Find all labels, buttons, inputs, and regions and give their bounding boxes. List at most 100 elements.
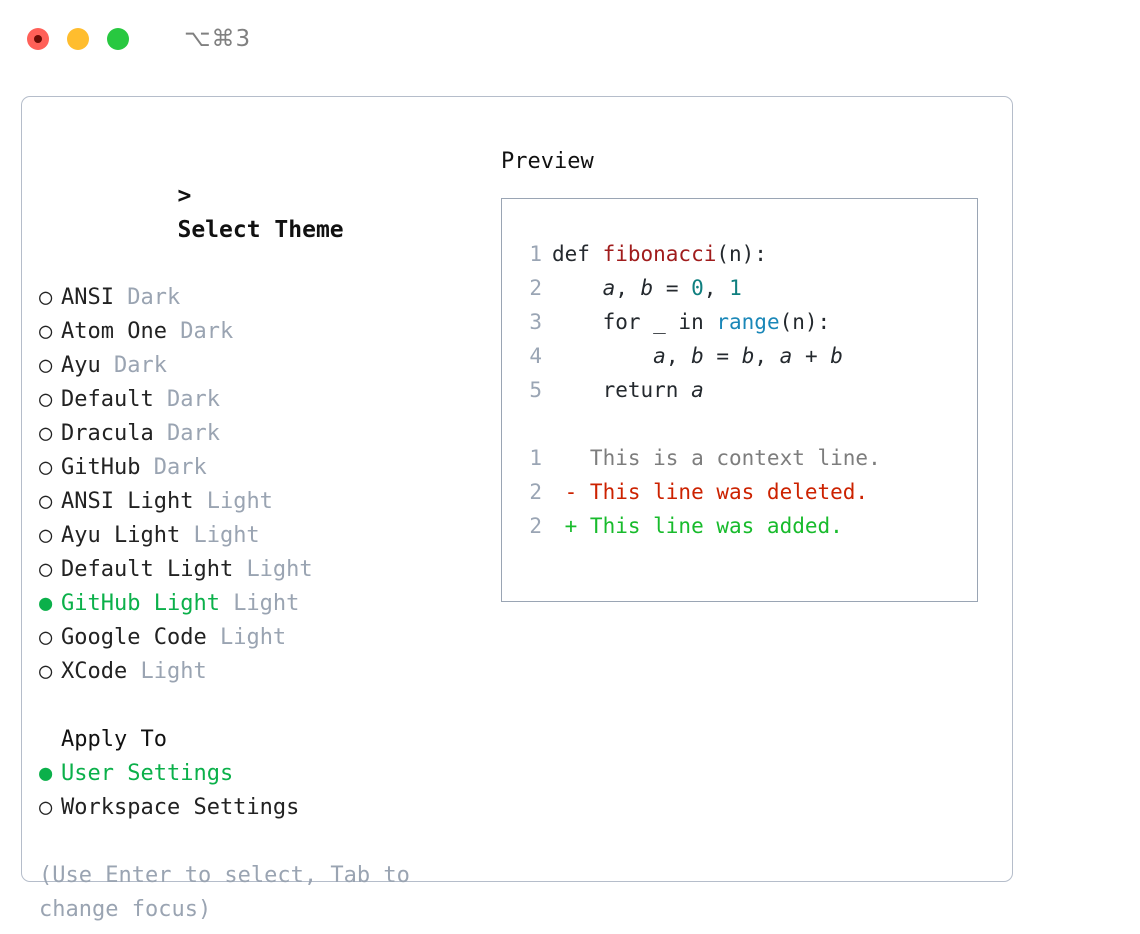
code-token: , xyxy=(754,344,780,368)
window-controls xyxy=(27,28,129,50)
theme-variant-tag: Dark xyxy=(113,353,167,378)
code-token xyxy=(552,276,603,300)
keyboard-hint: (Use Enter to select, Tab to change focu… xyxy=(39,863,424,922)
code-token: range xyxy=(716,310,780,334)
code-token: def xyxy=(552,242,603,266)
diff-line: 2 + This line was added. xyxy=(516,509,977,543)
theme-name: Default Light xyxy=(61,557,247,582)
code-token: + xyxy=(792,344,831,368)
diff-text: + This line was added. xyxy=(552,514,843,538)
code-token: (n): xyxy=(716,242,767,266)
theme-list-item[interactable]: ○Default Dark xyxy=(39,383,489,417)
radio-unselected-icon: ○ xyxy=(39,387,53,412)
theme-list-item[interactable]: ○Default Light Light xyxy=(39,553,489,587)
radio-unselected-icon: ○ xyxy=(39,659,53,684)
minimize-button[interactable] xyxy=(67,28,89,50)
code-token: a xyxy=(779,344,793,368)
select-theme-title: Select Theme xyxy=(177,217,344,243)
apply-to-label: User Settings xyxy=(61,761,234,786)
theme-picker-column: > Select Theme ○ANSI Dark○Atom One Dark○… xyxy=(39,145,489,927)
radio-unselected-icon: ○ xyxy=(39,455,53,480)
theme-variant-tag: Dark xyxy=(153,455,207,480)
code-line: 4 a, b = b, a + b xyxy=(516,339,977,373)
diff-line: 2 - This line was deleted. xyxy=(516,475,977,509)
code-token: a xyxy=(602,276,616,300)
theme-variant-tag: Light xyxy=(193,523,260,548)
theme-name: GitHub Light xyxy=(61,591,234,616)
radio-unselected-icon: ○ xyxy=(39,557,53,582)
code-token: 0 xyxy=(691,276,704,300)
apply-to-item[interactable]: ○ Workspace Settings xyxy=(39,791,489,825)
theme-list-item[interactable]: ○ Ayu Light Light xyxy=(39,519,489,553)
radio-unselected-icon: ○ xyxy=(39,421,53,446)
theme-variant-tag: Dark xyxy=(180,319,234,344)
radio-unselected-icon: ○ xyxy=(39,523,53,548)
theme-variant-tag: Light xyxy=(140,659,207,684)
theme-list-item[interactable]: ○XCode Light xyxy=(39,655,489,689)
diff-sample: 1 This is a context line.2 - This line w… xyxy=(516,441,977,543)
apply-to-header: Apply To xyxy=(61,727,167,752)
theme-name: ANSI Light xyxy=(61,489,207,514)
theme-variant-tag: Dark xyxy=(127,285,181,310)
code-token: a xyxy=(653,344,666,368)
theme-list-item[interactable]: ○Google Code Light xyxy=(39,621,489,655)
theme-name: GitHub xyxy=(61,455,154,480)
code-token: (n): xyxy=(779,310,831,334)
apply-to-label: Workspace Settings xyxy=(61,795,300,820)
apply-to-list[interactable]: ● User Settings ○ Workspace Settings xyxy=(39,757,489,825)
code-line: 2 a, b = 0, 1 xyxy=(516,271,977,305)
code-token: b xyxy=(691,344,704,368)
theme-list-item[interactable]: ○ GitHub Dark xyxy=(39,451,489,485)
line-number: 3 xyxy=(529,310,542,334)
code-token: b xyxy=(741,344,755,368)
line-number: 2 xyxy=(529,276,542,300)
theme-name: Dracula xyxy=(61,421,167,446)
code-token: , xyxy=(665,344,692,368)
radio-unselected-icon: ○ xyxy=(39,285,53,310)
line-number: 2 xyxy=(529,480,542,504)
code-token: for _ in xyxy=(552,310,717,334)
maximize-button[interactable] xyxy=(107,28,129,50)
spacer xyxy=(39,689,489,723)
theme-list-item[interactable]: ○Atom One Dark xyxy=(39,315,489,349)
code-token xyxy=(552,344,653,368)
theme-list-item[interactable]: ●GitHub Light Light xyxy=(39,587,489,621)
code-token: a xyxy=(691,378,704,402)
radio-unselected-icon: ○ xyxy=(39,489,53,514)
diff-text: This is a context line. xyxy=(552,446,881,470)
code-token: fibonacci xyxy=(602,242,717,266)
theme-variant-tag: Light xyxy=(233,591,300,616)
keyboard-shortcut-label: ⌥⌘3 xyxy=(184,26,252,52)
code-token: , xyxy=(615,276,641,300)
theme-variant-tag: Light xyxy=(206,489,273,514)
radio-unselected-icon: ○ xyxy=(39,625,53,650)
code-line: 3 for _ in range(n): xyxy=(516,305,977,339)
radio-unselected-icon: ○ xyxy=(39,319,53,344)
theme-list-item[interactable]: ○Dracula Dark xyxy=(39,417,489,451)
theme-list-item[interactable]: ○ ANSI Light Light xyxy=(39,485,489,519)
theme-name: Ayu Light xyxy=(61,523,194,548)
radio-unselected-icon: ○ xyxy=(39,353,53,378)
theme-variant-tag: Light xyxy=(219,625,287,650)
apply-to-item[interactable]: ● User Settings xyxy=(39,757,489,791)
close-button[interactable] xyxy=(27,28,49,50)
code-token: b xyxy=(830,344,843,368)
theme-name: Default xyxy=(61,387,167,412)
theme-name: ANSI xyxy=(61,285,128,310)
code-token: b xyxy=(640,276,654,300)
theme-list-item[interactable]: ○Ayu Dark xyxy=(39,349,489,383)
radio-selected-icon: ● xyxy=(39,761,53,786)
line-number: 5 xyxy=(529,378,542,402)
theme-list[interactable]: ○ANSI Dark○Atom One Dark○Ayu Dark○Defaul… xyxy=(39,281,489,689)
code-line: 5 return a xyxy=(516,373,977,407)
code-token: 1 xyxy=(729,276,742,300)
line-number: 2 xyxy=(529,514,542,538)
diff-line: 1 This is a context line. xyxy=(516,441,977,475)
radio-unselected-icon: ○ xyxy=(39,795,53,820)
title-bar: ⌥⌘3 xyxy=(0,0,1140,78)
theme-list-item[interactable]: ○ ANSI Dark xyxy=(39,281,489,315)
